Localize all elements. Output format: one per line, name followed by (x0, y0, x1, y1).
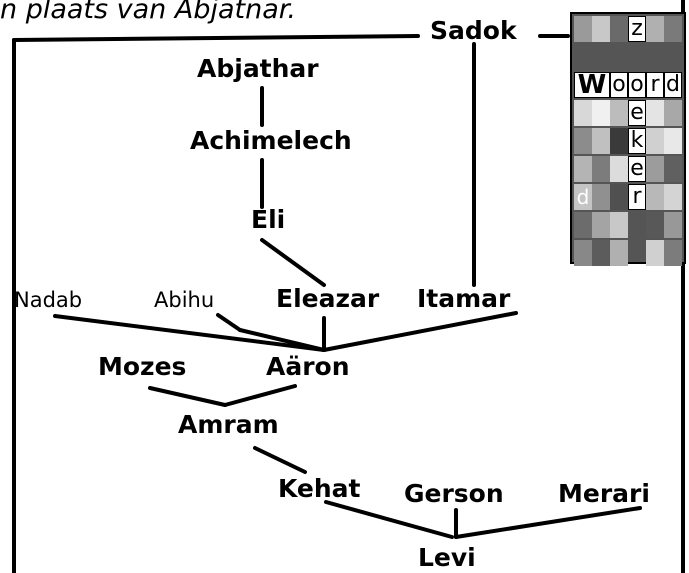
amram-kehat-line (253, 446, 307, 474)
logo-letter: d (664, 72, 682, 98)
node-sadok: Sadok (430, 16, 517, 45)
itamar-aaron-line (322, 311, 518, 352)
node-achimelech: Achimelech (190, 126, 352, 155)
node-abjathar: Abjathar (197, 54, 319, 83)
node-nadab: Nadab (14, 288, 83, 312)
abihu-aaron-line-2 (238, 328, 326, 352)
logo-letter: o (628, 72, 646, 98)
merari-levi-line (454, 506, 642, 539)
eli-eleazar-line (260, 238, 326, 287)
logo-letter: r (646, 72, 664, 98)
node-eleazar: Eleazar (276, 284, 380, 313)
border-top-left (12, 34, 420, 42)
logo-letter: o (610, 72, 628, 98)
faint-letter: d (574, 184, 592, 210)
caption-text: n plaats van Abjatnar. (0, 0, 296, 25)
node-abihu: Abihu (154, 288, 215, 312)
logo-letter: W (574, 72, 610, 98)
logo-letter: e (628, 156, 646, 182)
abihu-aaron-line (216, 313, 242, 332)
node-mozes: Mozes (98, 352, 187, 381)
aaron-amram-line (223, 384, 297, 407)
node-itamar: Itamar (417, 284, 511, 313)
logo-letter: e (628, 100, 646, 126)
kehat-levi-line (324, 500, 454, 539)
node-aaron: Aäron (266, 352, 350, 381)
logo-letter: k (628, 128, 646, 154)
node-levi: Levi (418, 543, 476, 572)
logo-letter: z (628, 16, 646, 42)
logo-letter: r (628, 184, 646, 210)
woordzoeker-logo: d z W o o r d e k e r (570, 12, 686, 266)
nadab-aaron-line (53, 314, 326, 352)
node-gerson: Gerson (404, 479, 504, 508)
node-merari: Merari (558, 479, 650, 508)
mozes-amram-line (148, 386, 227, 407)
node-eli: Eli (251, 205, 286, 234)
node-kehat: Kehat (278, 474, 361, 503)
node-amram: Amram (178, 410, 279, 439)
